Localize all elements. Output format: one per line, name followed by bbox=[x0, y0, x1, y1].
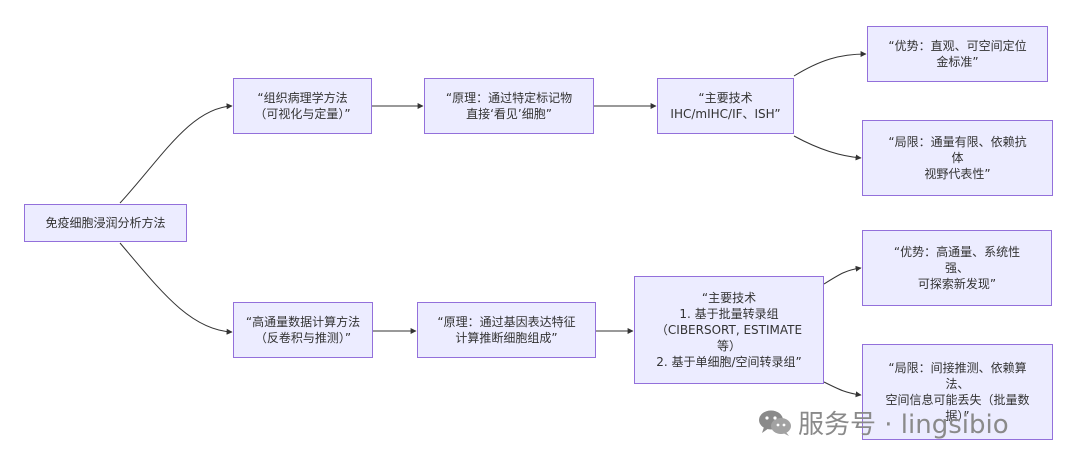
node-root: 免疫细胞浸润分析方法 bbox=[24, 204, 187, 242]
node-bottom-method-line-2: （反卷积与推测）” bbox=[254, 331, 352, 345]
node-bottom-advantage-line-1: “优势：高通量、系统性 bbox=[893, 245, 1021, 259]
edge-top-techniques-to-limitation bbox=[793, 135, 862, 161]
watermark: 服务号 · lingsibio bbox=[758, 404, 1009, 441]
edge-top-techniques-to-advantage bbox=[793, 51, 867, 77]
node-top-method-line-1: “组织病理学方法 bbox=[257, 91, 348, 105]
node-top-principle: “原理：通过特定标记物 直接‘看见’细胞” bbox=[424, 78, 594, 134]
node-top-techniques-line-2: IHC/mIHC/IF、ISH” bbox=[670, 107, 781, 121]
node-bottom-techniques: “主要技术 1. 基于批量转录组 （CIBERSORT, ESTIMATE 等）… bbox=[634, 276, 824, 384]
node-top-limitation-line-1: “局限：通量有限、依赖抗 bbox=[888, 135, 1027, 149]
node-bottom-advantage: “优势：高通量、系统性 强、 可探索新发现” bbox=[862, 230, 1052, 306]
node-top-principle-line-2: 直接‘看见’细胞” bbox=[466, 107, 552, 121]
node-bottom-techniques-line-1: “主要技术 bbox=[701, 291, 757, 305]
node-bottom-principle: “原理：通过基因表达特征 计算推断细胞组成” bbox=[417, 302, 596, 358]
node-bottom-limitation-line-1: “局限：间接推测、依赖算 bbox=[888, 361, 1027, 375]
node-top-advantage-line-1: “优势：直观、可空间定位 bbox=[888, 39, 1027, 53]
node-top-limitation-line-2: 体 bbox=[951, 151, 964, 165]
node-top-advantage: “优势：直观、可空间定位 金标准” bbox=[867, 26, 1048, 82]
node-root-label: 免疫细胞浸润分析方法 bbox=[45, 216, 166, 230]
node-bottom-method-line-1: “高通量数据计算方法 bbox=[245, 315, 361, 329]
node-top-techniques-line-1: “主要技术 bbox=[698, 91, 753, 105]
node-bottom-principle-line-2: 计算推断细胞组成” bbox=[455, 331, 558, 345]
node-bottom-techniques-line-5: 2. 基于单细胞/空间转录组” bbox=[656, 355, 802, 369]
wechat-icon bbox=[759, 410, 791, 436]
edge-root-to-bottom-method bbox=[119, 242, 233, 335]
node-bottom-limitation: “局限：间接推测、依赖算 法、 空间信息可能丢失（批量数 据）” bbox=[862, 344, 1053, 440]
node-bottom-method: “高通量数据计算方法 （反卷积与推测）” bbox=[233, 302, 373, 358]
node-bottom-advantage-line-3: 可探索新发现” bbox=[917, 277, 997, 291]
node-top-advantage-line-2: 金标准” bbox=[936, 55, 979, 69]
node-top-limitation: “局限：通量有限、依赖抗 体 视野代表性” bbox=[862, 120, 1053, 196]
node-bottom-advantage-line-2: 强、 bbox=[944, 261, 969, 275]
node-bottom-principle-line-1: “原理：通过基因表达特征 bbox=[437, 315, 576, 329]
edge-bottom-techniques-to-limitation bbox=[823, 381, 862, 398]
node-top-method: “组织病理学方法 （可视化与定量）” bbox=[233, 78, 372, 134]
node-bottom-limitation-line-3: 空间信息可能丢失（批量数 bbox=[885, 393, 1030, 407]
node-top-method-line-2: （可视化与定量）” bbox=[254, 107, 351, 121]
node-bottom-techniques-line-4: 等） bbox=[716, 339, 741, 353]
edge-root-to-top-method bbox=[119, 103, 233, 204]
node-bottom-techniques-line-3: （CIBERSORT, ESTIMATE bbox=[655, 323, 803, 337]
node-top-limitation-line-3: 视野代表性” bbox=[924, 167, 991, 181]
node-bottom-techniques-line-2: 1. 基于批量转录组 bbox=[679, 307, 779, 321]
edge-bottom-techniques-to-advantage bbox=[823, 265, 862, 285]
node-bottom-limitation-line-4: 据）” bbox=[945, 409, 970, 423]
node-top-principle-line-1: “原理：通过特定标记物 bbox=[445, 91, 573, 105]
node-top-techniques: “主要技术 IHC/mIHC/IF、ISH” bbox=[657, 78, 794, 134]
node-bottom-limitation-line-2: 法、 bbox=[945, 377, 970, 391]
watermark-text: 服务号 · lingsibio bbox=[798, 410, 1009, 440]
